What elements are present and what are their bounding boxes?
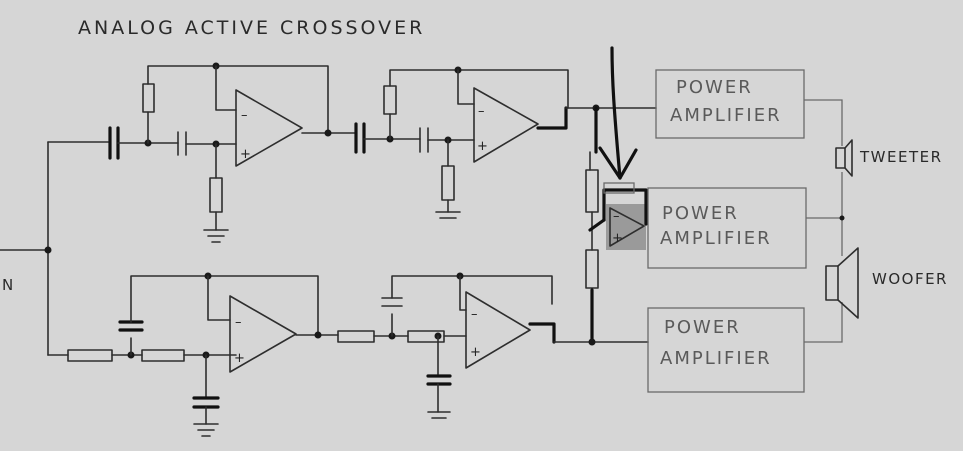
lowpass-opamp-2 xyxy=(465,291,531,369)
lowpass-filter-stage: – + – + xyxy=(47,272,649,437)
highpass-ground-resistor-2 xyxy=(441,165,455,201)
highpass-feedback-resistor-2 xyxy=(383,85,397,115)
svg-text:–: – xyxy=(613,209,620,224)
svg-text:–: – xyxy=(241,108,248,123)
highpass-capacitor-4 xyxy=(419,127,429,153)
lowpass-capacitor-ground-2 xyxy=(426,374,452,386)
svg-text:+: + xyxy=(612,231,623,246)
highpass-capacitor-3 xyxy=(354,122,366,154)
svg-text:AMPLIFIER: AMPLIFIER xyxy=(660,348,772,369)
svg-text:AMPLIFIER: AMPLIFIER xyxy=(660,228,772,249)
highpass-opamp-2 xyxy=(473,87,539,163)
svg-text:+: + xyxy=(477,139,488,154)
lowpass-resistor-1 xyxy=(67,349,113,362)
tweeter-label: TWEETER xyxy=(859,148,943,166)
highpass-opamp-1 xyxy=(235,89,303,167)
svg-text:POWER: POWER xyxy=(664,317,741,338)
input-label: N xyxy=(2,276,15,294)
input-bus xyxy=(0,141,52,356)
midrange-tap: – + xyxy=(585,106,648,342)
svg-text:+: + xyxy=(240,147,251,162)
lowpass-capacitor-2 xyxy=(381,297,403,307)
annotation-arrow xyxy=(598,46,638,180)
mid-resistor-2 xyxy=(585,249,599,289)
svg-text:–: – xyxy=(235,315,242,330)
highpass-feedback-resistor xyxy=(142,83,155,113)
highpass-capacitor-2 xyxy=(177,131,187,156)
lowpass-resistor-3 xyxy=(337,330,375,343)
ground-symbol xyxy=(203,229,229,243)
highpass-ground-resistor xyxy=(209,177,223,213)
tweeter-icon xyxy=(835,139,853,177)
diagram-title: ANALOG ACTIVE CROSSOVER xyxy=(78,17,425,39)
mid-buffer-opamp xyxy=(609,207,645,247)
svg-text:POWER: POWER xyxy=(662,203,739,224)
lowpass-resistor-2 xyxy=(141,349,185,362)
lowpass-capacitor-ground xyxy=(192,396,220,409)
highpass-filter-stage: – + – + xyxy=(47,62,657,243)
svg-text:–: – xyxy=(478,104,485,119)
power-amplifier-bottom: POWER AMPLIFIER xyxy=(647,307,805,393)
svg-text:AMPLIFIER: AMPLIFIER xyxy=(670,105,782,126)
mid-resistor-1 xyxy=(585,169,599,213)
svg-text:–: – xyxy=(471,307,478,322)
power-amplifier-top: POWER AMPLIFIER xyxy=(655,69,805,139)
power-amplifier-middle: POWER AMPLIFIER xyxy=(647,187,807,269)
svg-text:+: + xyxy=(470,345,481,360)
mid-buffer-highlight xyxy=(606,204,646,250)
speaker-wiring xyxy=(804,99,845,343)
woofer-icon xyxy=(825,247,859,319)
woofer-label: WOOFER xyxy=(872,270,948,288)
lowpass-opamp-1 xyxy=(229,295,297,373)
svg-text:+: + xyxy=(234,351,245,366)
lowpass-capacitor-1 xyxy=(118,320,144,332)
highpass-capacitor-1 xyxy=(108,126,120,160)
svg-text:POWER: POWER xyxy=(676,77,753,98)
